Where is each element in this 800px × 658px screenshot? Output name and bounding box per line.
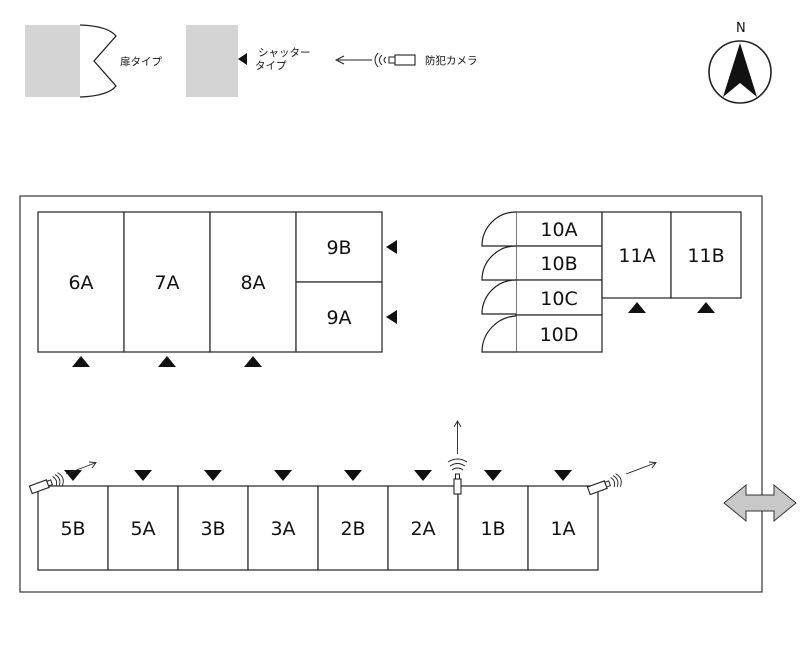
camera-icon xyxy=(388,56,396,64)
shutter-11B-icon xyxy=(697,302,715,313)
shutter-1B-icon xyxy=(484,470,502,481)
camera-left-icon xyxy=(28,461,97,495)
unit-label-5A: 5A xyxy=(130,518,155,540)
shutter-triangle-icon xyxy=(238,53,247,65)
unit-5B[interactable] xyxy=(37,485,109,571)
legend-camera: 防犯カメラ xyxy=(334,52,478,68)
unit-11B[interactable] xyxy=(670,211,742,299)
unit-label-5B: 5B xyxy=(60,518,85,540)
camera-center-icon xyxy=(447,420,468,495)
legend-shutter-label-line2: タイプ xyxy=(255,60,287,72)
unit-label-7A: 7A xyxy=(154,272,179,294)
door-10D-icon xyxy=(481,315,517,353)
unit-label-9A: 9A xyxy=(326,307,351,329)
unit-label-3B: 3B xyxy=(200,518,225,540)
shutter-3A-icon xyxy=(274,470,292,481)
entrance-arrow-icon xyxy=(723,483,797,523)
unit-5A[interactable] xyxy=(107,485,179,571)
site-boundary xyxy=(19,195,763,593)
door-10A-icon xyxy=(481,211,517,247)
unit-label-2A: 2A xyxy=(410,518,435,540)
unit-1B[interactable] xyxy=(457,485,529,571)
unit-8A[interactable] xyxy=(209,211,297,353)
unit-label-10D: 10D xyxy=(540,324,579,346)
north-arrow-icon xyxy=(723,43,757,97)
unit-label-6A: 6A xyxy=(68,272,93,294)
legend-door-label: 扉タイプ xyxy=(120,55,162,68)
unit-2A[interactable] xyxy=(387,485,459,571)
unit-label-10C: 10C xyxy=(540,288,577,310)
shutter-2B-icon xyxy=(344,470,362,481)
block-upper-right: 10A 10B 10C 10D 11A 11B xyxy=(481,211,742,353)
unit-6A[interactable] xyxy=(37,211,125,353)
unit-label-9B: 9B xyxy=(326,237,351,259)
shutter-1A-icon xyxy=(554,470,572,481)
camera-right-icon xyxy=(586,461,657,496)
unit-label-2B: 2B xyxy=(340,518,365,540)
legend-door-type: 扉タイプ xyxy=(25,24,162,98)
unit-label-10A: 10A xyxy=(540,219,577,241)
unit-label-11B: 11B xyxy=(687,245,724,267)
shutter-2A-icon xyxy=(414,470,432,481)
unit-9A[interactable] xyxy=(295,281,383,353)
unit-11A[interactable] xyxy=(601,211,672,299)
unit-label-11A: 11A xyxy=(618,245,655,267)
shutter-5A-icon xyxy=(134,470,152,481)
door-10C-icon xyxy=(481,279,517,315)
unit-label-3A: 3A xyxy=(270,518,295,540)
unit-label-1B: 1B xyxy=(480,518,505,540)
shutter-3B-icon xyxy=(204,470,222,481)
block-upper-left: 6A 7A 8A 9B 9A xyxy=(37,211,397,367)
unit-1A[interactable] xyxy=(527,485,599,571)
camera-wave-icon xyxy=(374,52,379,68)
legend: 扉タイプ シャッター タイプ 防犯カメラ xyxy=(25,24,478,98)
shutter-6A-icon xyxy=(72,356,90,367)
unit-7A[interactable] xyxy=(123,211,211,353)
shutter-9B-icon xyxy=(386,240,397,254)
shutter-7A-icon xyxy=(158,356,176,367)
block-lower: 5B 5A 3B 3A 2B 2A 1B 1A xyxy=(37,470,599,571)
unit-label-8A: 8A xyxy=(240,272,265,294)
legend-door-swatch xyxy=(25,25,80,97)
shutter-9A-icon xyxy=(386,310,397,324)
camera-view-arrowhead xyxy=(334,55,345,65)
compass-north-label: N xyxy=(736,21,746,36)
shutter-11A-icon xyxy=(628,302,646,313)
door-10B-icon xyxy=(481,245,517,281)
unit-label-10B: 10B xyxy=(540,253,577,275)
compass: N xyxy=(708,21,772,104)
legend-shutter-label-line1: シャッター xyxy=(258,47,311,59)
legend-shutter-type: シャッター タイプ xyxy=(186,25,311,97)
unit-2B[interactable] xyxy=(317,485,389,571)
legend-camera-label: 防犯カメラ xyxy=(425,54,478,67)
legend-shutter-swatch xyxy=(186,25,238,97)
unit-label-1A: 1A xyxy=(550,518,575,540)
unit-3A[interactable] xyxy=(247,485,319,571)
shutter-8A-icon xyxy=(244,356,262,367)
door-icon xyxy=(79,24,117,98)
unit-3B[interactable] xyxy=(177,485,249,571)
